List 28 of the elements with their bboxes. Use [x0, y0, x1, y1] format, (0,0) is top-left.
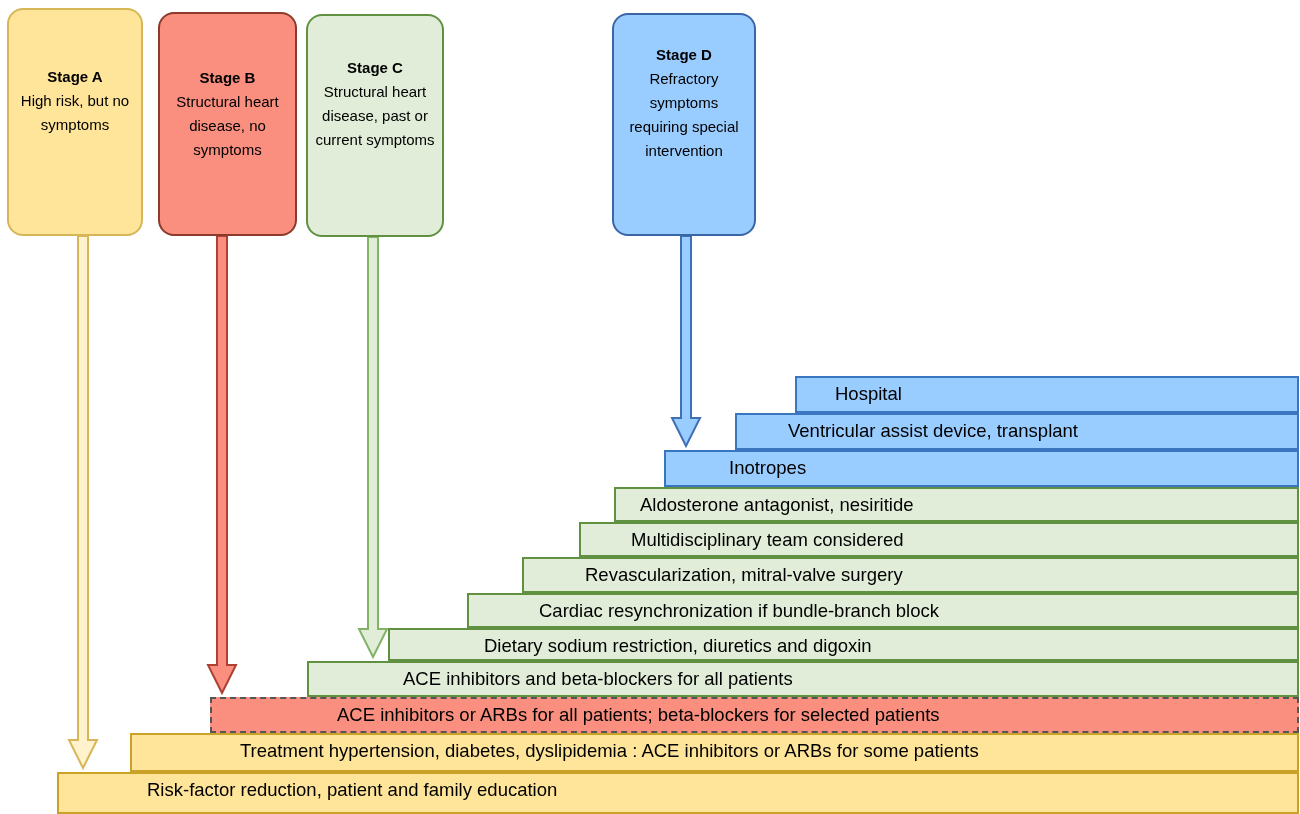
treatment-step: Hospital — [795, 376, 1299, 413]
treatment-step: Cardiac resynchronization if bundle-branch block — [467, 593, 1299, 628]
stage-title: Stage A — [46, 67, 104, 87]
block-arrow — [206, 235, 238, 696]
treatment-step: Revascularization, mitral-valve surgery — [522, 557, 1299, 593]
stage-card — [158, 12, 297, 236]
block-arrow — [670, 235, 702, 449]
treatment-step: Dietary sodium restriction, diuretics and digoxin — [388, 628, 1299, 661]
stage-card — [7, 8, 143, 236]
stage-description: Structural heart disease, no symptoms — [175, 92, 280, 160]
stage-card — [306, 14, 444, 237]
stage-title: Stage D — [655, 45, 713, 65]
stage-description: High risk, but no symptoms — [19, 91, 131, 135]
treatment-step: Multidisciplinary team considered — [579, 522, 1299, 557]
stage-title: Stage B — [198, 68, 257, 88]
stage-card — [612, 13, 756, 236]
treatment-step: Inotropes — [664, 450, 1299, 487]
treatment-step: Ventricular assist device, transplant — [735, 413, 1299, 450]
treatment-step: ACE inhibitors or ARBs for all patients; beta-blockers for selected patients — [210, 697, 1299, 733]
treatment-step: Aldosterone antagonist, nesiritide — [614, 487, 1299, 522]
treatment-step: Treatment hypertension, diabetes, dyslipidemia : ACE inhibitors or ARBs for some patients — [130, 733, 1299, 772]
stage-description: Structural heart disease, past or current symptoms — [314, 82, 436, 150]
treatment-step: ACE inhibitors and beta-blockers for all patients — [307, 661, 1299, 697]
treatment-step: Risk-factor reduction, patient and family education — [57, 772, 1299, 814]
block-arrow — [357, 236, 389, 660]
stage-title: Stage C — [346, 58, 404, 78]
block-arrow — [67, 235, 99, 771]
stage-description: Refractory symptoms requiring special intervention — [628, 69, 740, 161]
